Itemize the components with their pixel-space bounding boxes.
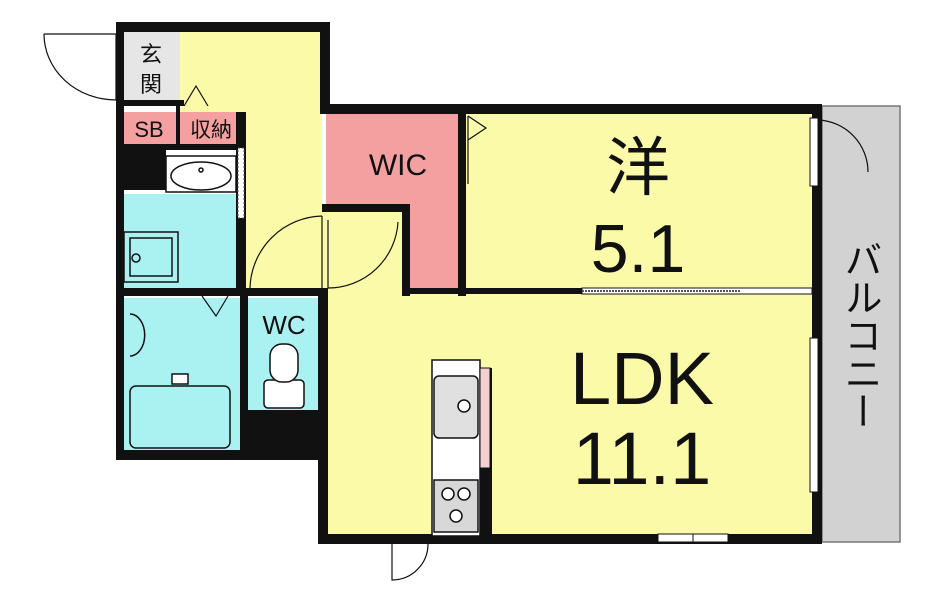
storage-floor bbox=[180, 112, 242, 144]
sb-floor bbox=[122, 112, 176, 144]
ldk-entry-floor bbox=[322, 212, 404, 294]
genkan-floor bbox=[122, 30, 180, 102]
storage-label: 収納 bbox=[190, 118, 232, 142]
western-room-floor bbox=[466, 112, 816, 290]
ldk-name: LDK bbox=[570, 337, 714, 420]
ldk-size: 11.1 bbox=[573, 417, 712, 500]
room-labels: 玄 関 SB 収納 WIC 洋 5.1 WC LDK 11.1 bbox=[134, 43, 714, 500]
genkan-label-line2: 関 bbox=[140, 73, 162, 98]
openings bbox=[237, 117, 819, 543]
kitchen-sink-icon bbox=[433, 375, 479, 439]
sb-label: SB bbox=[134, 117, 163, 142]
bathtub-icon bbox=[129, 313, 231, 449]
stove-icon bbox=[433, 479, 479, 533]
wic-label: WIC bbox=[369, 149, 427, 182]
balcony-floor bbox=[821, 105, 901, 543]
sink-icon bbox=[165, 155, 237, 193]
washer-pan-icon bbox=[123, 231, 179, 283]
western-room-size: 5.1 bbox=[591, 211, 686, 287]
wic-floor bbox=[326, 112, 466, 290]
wc-label: WC bbox=[262, 310, 305, 340]
ldk-floor bbox=[322, 292, 816, 538]
balcony-label: バルコニー bbox=[838, 240, 882, 430]
western-room-name: 洋 bbox=[606, 132, 670, 206]
genkan-label-line1: 玄 bbox=[140, 43, 162, 68]
toilet-icon bbox=[263, 343, 305, 409]
door-swing-icon bbox=[43, 33, 869, 581]
